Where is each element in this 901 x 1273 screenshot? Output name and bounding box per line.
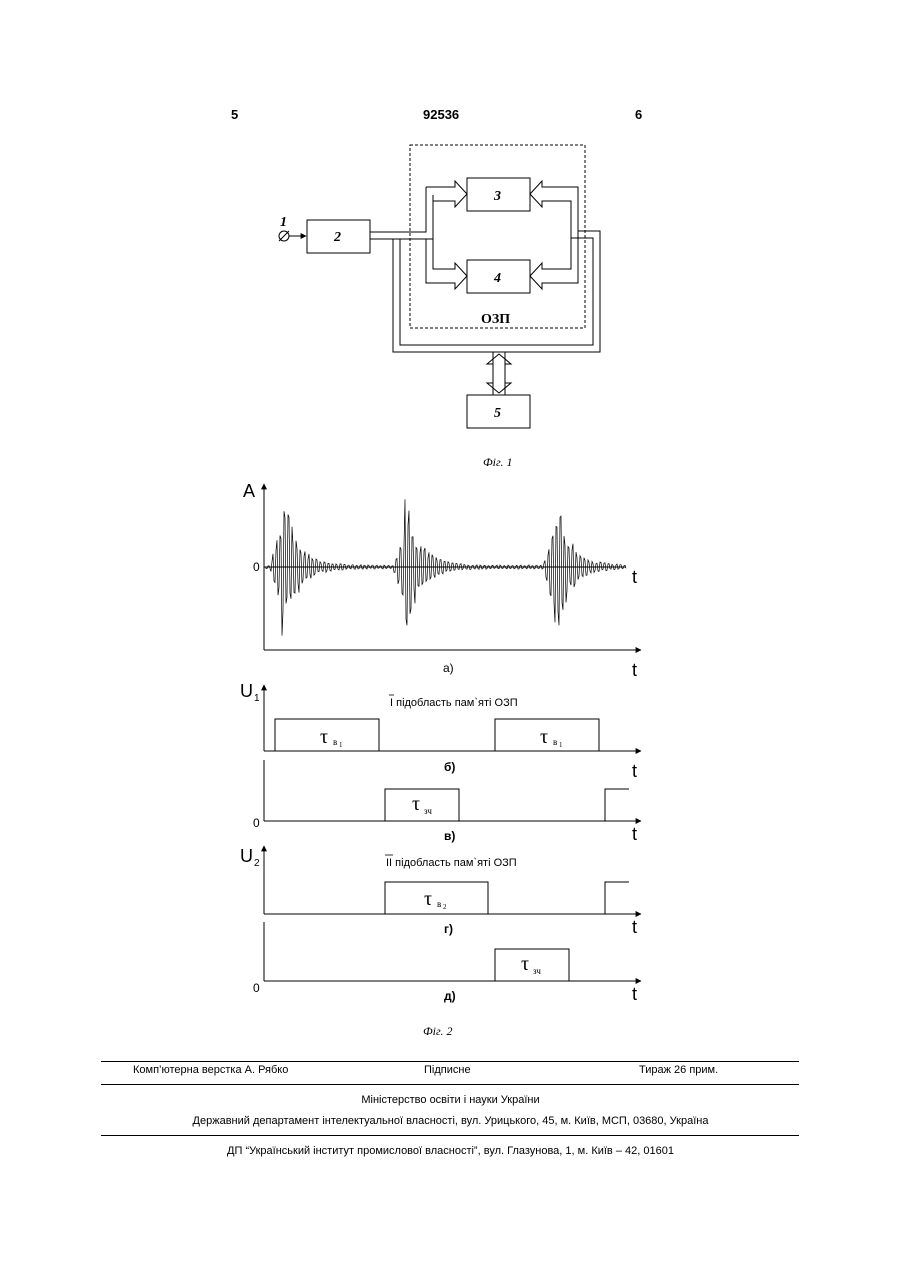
subregion-1-label: I підобласть пам`яті ОЗП (390, 697, 518, 709)
block-2-label: 2 (333, 230, 341, 245)
panel-label-v: в) (444, 829, 455, 843)
footer-print-run: Тираж 26 прим. (639, 1064, 718, 1076)
fig1-caption: Фіг. 1 (483, 455, 513, 470)
zero-label-d: 0 (253, 981, 260, 995)
zero-label-v: 0 (253, 816, 260, 830)
tau-write-1: τ (320, 726, 328, 748)
footer-layout: Комп’ютерна верстка А. Рябко (133, 1064, 288, 1076)
y-label-u2-sub: 2 (254, 858, 260, 869)
pulse-write-3 (385, 882, 488, 914)
y-label-u1: U (240, 681, 253, 701)
y-label-a: A (243, 481, 255, 501)
footer-rule-1 (101, 1061, 799, 1062)
footer-institute: ДП “Український інститут промислової вла… (0, 1145, 901, 1157)
footer-signed: Підписне (424, 1064, 471, 1076)
pulse-read-1 (385, 789, 459, 821)
pulse-read-3 (495, 949, 569, 981)
panel-label-a: а) (443, 661, 454, 675)
tau-write-2-idx: 1 (559, 741, 563, 749)
tau-write-2-sub: в (553, 737, 557, 747)
panel-label-g: г) (444, 922, 453, 936)
ram-label: ОЗП (481, 312, 510, 327)
t-label-a2: t (632, 660, 637, 680)
block-3-label: 3 (493, 189, 501, 204)
t-label-b: t (632, 761, 637, 781)
block-4-label: 4 (493, 271, 501, 286)
tau-read-3: τ (521, 953, 529, 975)
ram-boundary (410, 145, 585, 328)
fig2-caption: Фіг. 2 (423, 1024, 453, 1039)
footer-ministry: Міністерство освіти і науки України (0, 1094, 901, 1106)
block-5-label: 5 (494, 406, 501, 421)
panel-label-d: д) (444, 989, 456, 1003)
tau-write-1-sub: в (333, 737, 337, 747)
tau-write-3-sub: в (437, 899, 441, 909)
footer-department: Державний департамент інтелектуальної вл… (0, 1115, 901, 1127)
tau-read-1-sub: зч (424, 806, 432, 816)
t-label-a1: t (632, 567, 637, 587)
tau-write-3: τ (424, 888, 432, 910)
footer-rule-3 (101, 1135, 799, 1136)
tau-read-3-sub: зч (533, 966, 541, 976)
tau-read-1: τ (412, 793, 420, 815)
pulse-read-2 (605, 789, 629, 821)
t-label-v: t (632, 824, 637, 844)
tau-write-1-idx: 1 (339, 741, 343, 749)
pulse-write-4 (605, 882, 629, 914)
y-label-u1-sub: 1 (254, 693, 260, 704)
zero-label-a: 0 (253, 560, 260, 574)
t-label-d: t (632, 984, 637, 1004)
y-label-u2: U (240, 846, 253, 866)
panel-label-b: б) (444, 760, 455, 774)
input-label: 1 (280, 215, 287, 230)
tau-write-2: τ (540, 726, 548, 748)
t-label-g: t (632, 917, 637, 937)
tau-write-3-idx: 2 (443, 903, 447, 911)
block-diagram (279, 145, 600, 428)
footer-rule-2 (101, 1084, 799, 1085)
subregion-2-label: II підобласть пам`яті ОЗП (386, 857, 517, 869)
